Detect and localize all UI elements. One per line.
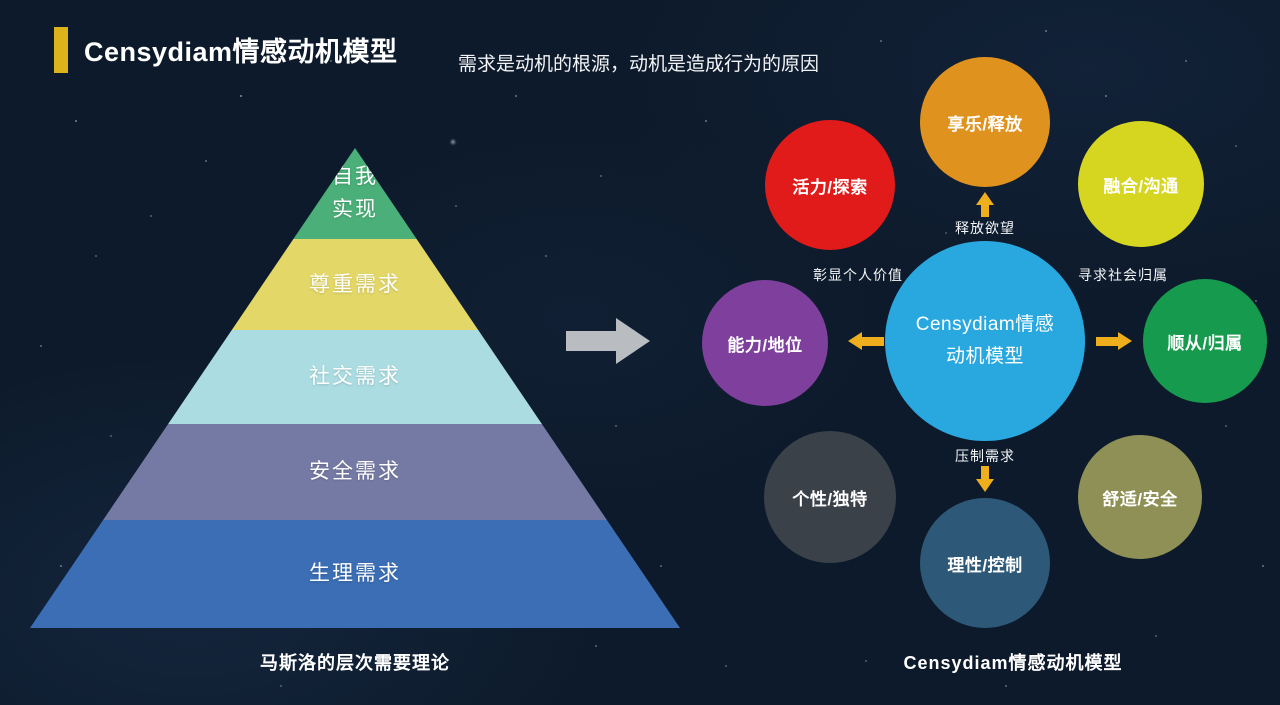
- maslow-pyramid: 自我 实现 尊重需求 社交需求 安全需求 生理需求: [30, 148, 680, 628]
- satellite-individuality-uniqueness: 个性/独特: [764, 431, 896, 563]
- pyramid-level-self-actualization: 自我 实现: [30, 148, 680, 240]
- arrow-right-icon: [1118, 332, 1132, 350]
- arrow-left-shaft-icon: [862, 337, 884, 346]
- censydiam-caption: Censydiam情感动机模型: [903, 653, 1123, 673]
- satellite-comfort-safety: 舒适/安全: [1078, 435, 1202, 559]
- page-subtitle: 需求是动机的根源，动机是造成行为的原因: [458, 54, 820, 75]
- satellite-hedonism-release: 享乐/释放: [920, 57, 1050, 187]
- starfield-decoration: [0, 0, 2, 2]
- annotation-suppress-needs: 压制需求: [955, 448, 1015, 464]
- transition-arrow-icon: [566, 331, 616, 351]
- annotation-release-desire: 释放欲望: [955, 220, 1015, 236]
- pyramid-level-label: 自我 实现: [332, 165, 378, 221]
- title-accent-bar: [54, 27, 68, 73]
- arrow-up-shaft-icon: [981, 205, 989, 217]
- satellite-rationality-control: 理性/控制: [920, 498, 1050, 628]
- transition-arrow-head-icon: [616, 318, 650, 364]
- arrow-right-shaft-icon: [1096, 337, 1118, 346]
- satellite-conformity-belonging: 顺从/归属: [1143, 279, 1267, 403]
- satellite-integration-communication: 融合/沟通: [1078, 121, 1204, 247]
- satellite-ability-status: 能力/地位: [702, 280, 828, 406]
- pyramid-level-label: 安全需求: [309, 459, 401, 483]
- maslow-caption: 马斯洛的层次需要理论: [260, 653, 450, 673]
- pyramid-level-label: 社交需求: [309, 364, 401, 388]
- pyramid-level-safety: 安全需求: [30, 423, 680, 520]
- satellite-vitality-exploration: 活力/探索: [765, 120, 895, 250]
- page-title: Censydiam情感动机模型: [84, 37, 398, 67]
- pyramid-level-physiological: 生理需求: [30, 519, 680, 628]
- annotation-social-belonging: 寻求社会归属: [1078, 267, 1168, 283]
- annotation-personal-value: 彰显个人价值: [813, 267, 903, 283]
- arrow-down-icon: [976, 479, 994, 492]
- pyramid-level-label: 尊重需求: [309, 272, 401, 296]
- censydiam-center-circle: Censydiam情感 动机模型: [885, 241, 1085, 441]
- arrow-down-shaft-icon: [981, 466, 989, 479]
- arrow-left-icon: [848, 332, 862, 350]
- pyramid-level-label: 生理需求: [309, 561, 401, 585]
- arrow-up-icon: [976, 192, 994, 205]
- pyramid-level-esteem: 尊重需求: [30, 239, 680, 331]
